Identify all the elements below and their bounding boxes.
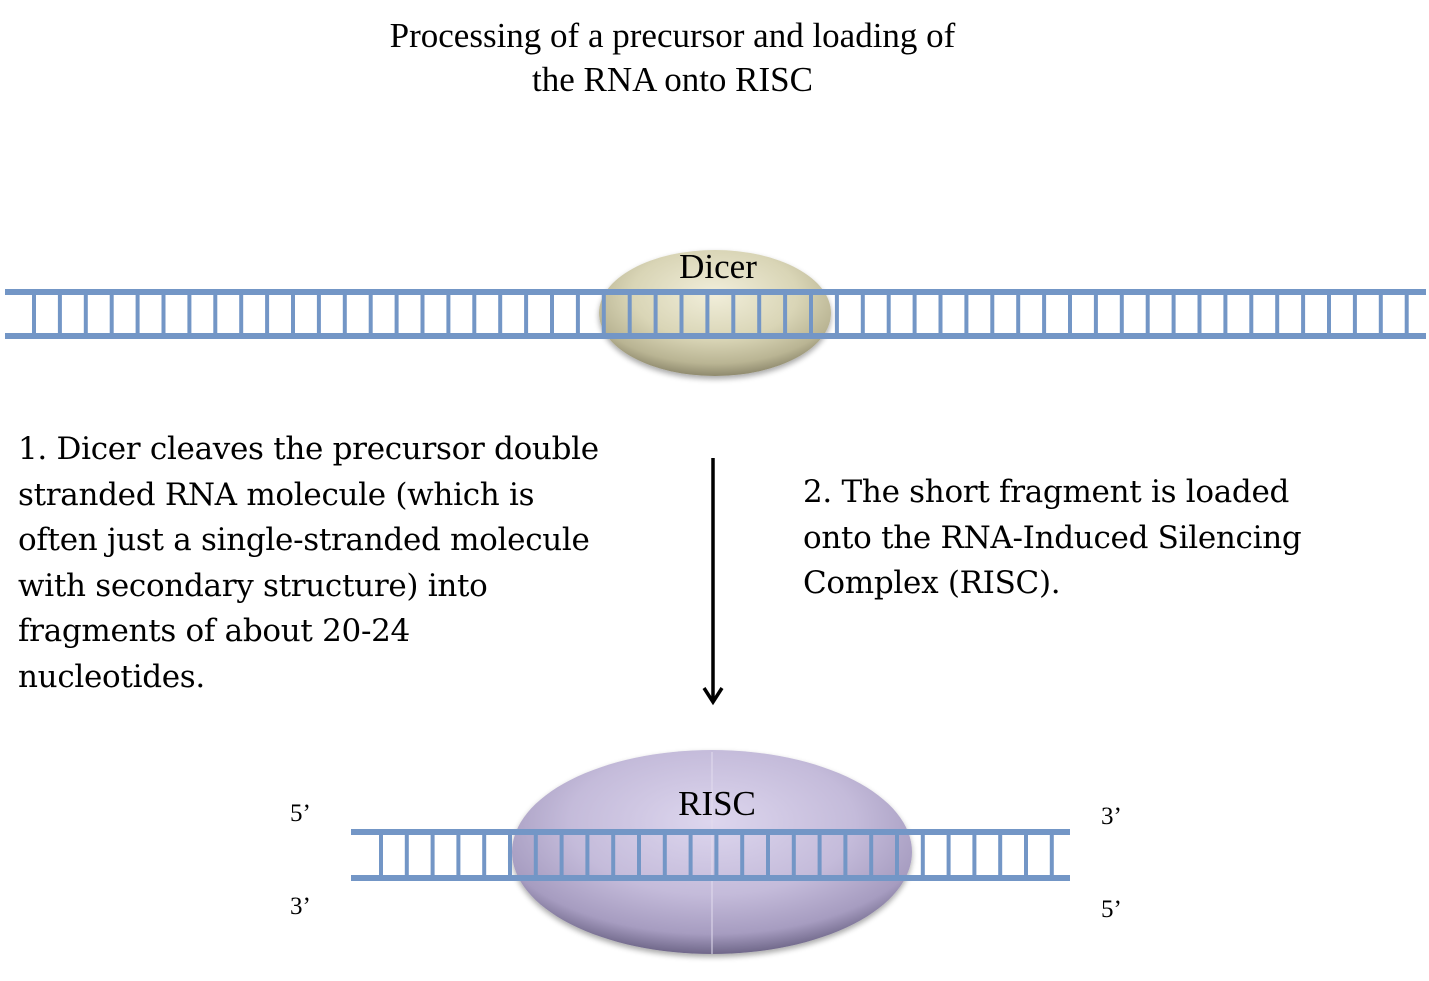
title-line-1: Processing of a precursor and loading of (389, 16, 956, 55)
step-2-line: Complex (RISC). (803, 565, 1061, 601)
step-2-line: onto the RNA-Induced Silencing (803, 519, 1302, 556)
step-1-line: nucleotides. (18, 658, 205, 695)
diagram-title: Processing of a precursor and loading of… (0, 14, 1345, 102)
step-2-line: 2. The short fragment is loaded (803, 474, 1290, 510)
dicer-enzyme: Dicer (599, 247, 831, 376)
risc-complex: RISC (512, 750, 912, 954)
step-1-line: often just a single-stranded molecule (18, 522, 590, 558)
title-line-2: the RNA onto RISC (531, 60, 813, 99)
right-bottom-strand-end: 5’ (1101, 896, 1122, 923)
step-1-line: stranded RNA molecule (which is (18, 476, 535, 513)
risc-label: RISC (678, 784, 756, 823)
step-1-line: fragments of about 20-24 (18, 613, 410, 649)
precursor-dsrna (5, 289, 1426, 339)
short-fragment-dsrna (351, 829, 1070, 881)
left-bottom-strand-end: 3’ (290, 893, 311, 920)
left-top-strand-end: 5’ (290, 800, 311, 827)
dicer-label: Dicer (679, 247, 757, 286)
dicer-shape (599, 250, 831, 376)
step-1-line: 1. Dicer cleaves the precursor double (18, 431, 599, 467)
step-2-description: 2. The short fragment is loaded onto the… (803, 470, 1403, 607)
step-1-description: 1. Dicer cleaves the precursor double st… (18, 427, 658, 700)
arrow-head (702, 687, 724, 706)
step-1-line: with secondary structure) into (18, 567, 488, 604)
right-top-strand-end: 3’ (1101, 803, 1122, 830)
down-arrow (702, 458, 724, 706)
